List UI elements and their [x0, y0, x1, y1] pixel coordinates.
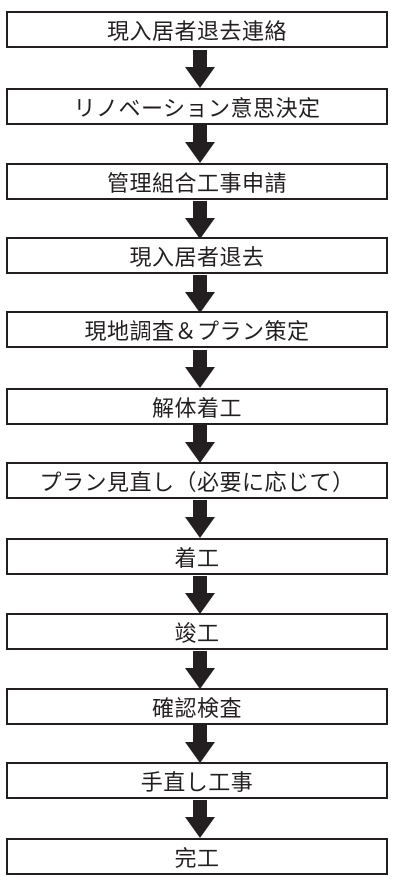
- step-box: 確認検査: [6, 688, 388, 725]
- step-label: 現入居者退去連絡: [106, 19, 287, 45]
- step-label: 完工: [174, 846, 220, 872]
- step-label: プラン見直し（必要に応じて）: [39, 470, 355, 496]
- step-box: 手直し工事: [6, 762, 388, 799]
- down-arrow-icon: [185, 350, 215, 388]
- step-box: 管理組合工事申請: [6, 163, 388, 200]
- down-arrow-icon: [185, 500, 215, 538]
- step-box: 現入居者退去: [6, 237, 388, 274]
- down-arrow-icon: [185, 201, 215, 239]
- down-arrow-icon: [185, 576, 215, 614]
- step-box: 着工: [6, 538, 388, 575]
- step-label: 着工: [174, 546, 220, 572]
- step-label: 確認検査: [151, 696, 242, 722]
- step-label: リノベーション意思決定: [73, 96, 321, 122]
- down-arrow-icon: [185, 800, 215, 838]
- step-label: 現入居者退去: [129, 245, 265, 271]
- step-box: プラン見直し（必要に応じて）: [6, 462, 388, 499]
- down-arrow-icon: [185, 125, 215, 163]
- step-box: 完工: [6, 838, 388, 875]
- down-arrow-icon: [185, 50, 215, 88]
- step-box: 解体着工: [6, 388, 388, 425]
- step-label: 手直し工事: [140, 770, 254, 796]
- step-box: 現地調査＆プラン策定: [6, 311, 388, 348]
- step-label: 竣工: [174, 621, 220, 647]
- down-arrow-icon: [185, 651, 215, 689]
- step-box: 竣工: [6, 613, 388, 650]
- down-arrow-icon: [185, 425, 215, 463]
- down-arrow-icon: [185, 275, 215, 313]
- step-label: 現地調査＆プラン策定: [84, 319, 310, 345]
- step-label: 管理組合工事申請: [106, 171, 287, 197]
- down-arrow-icon: [185, 725, 215, 763]
- step-label: 解体着工: [151, 396, 242, 422]
- step-box: 現入居者退去連絡: [6, 11, 388, 48]
- step-box: リノベーション意思決定: [6, 88, 388, 125]
